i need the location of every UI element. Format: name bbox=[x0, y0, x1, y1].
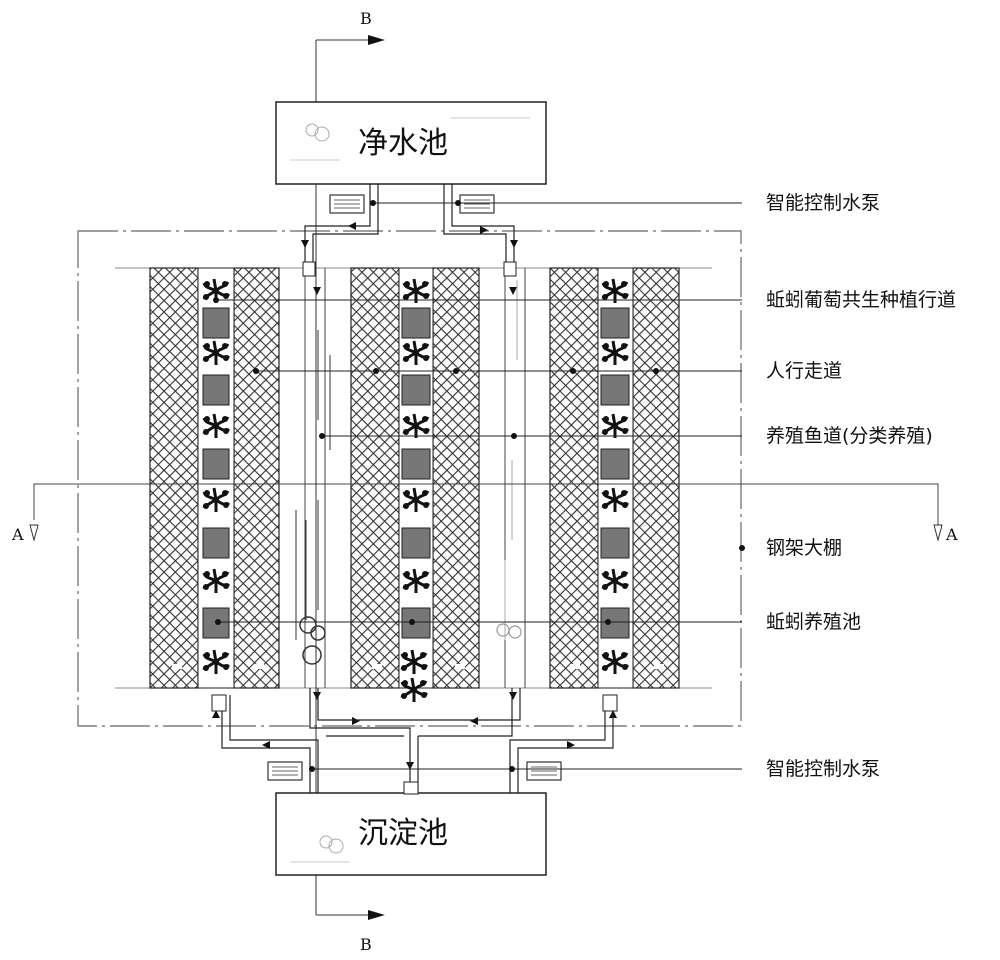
fish-channel-left bbox=[295, 268, 331, 688]
strip-footer-marks bbox=[172, 664, 664, 669]
mesh-strip bbox=[549, 267, 599, 689]
label-fish-channel: 养殖鱼道(分类养殖) bbox=[766, 425, 933, 447]
top-pipes bbox=[302, 184, 517, 277]
section-b-bottom-label: B bbox=[360, 935, 372, 954]
label-vineyard-row: 蚯蚓葡萄共生种植行道 bbox=[766, 289, 956, 311]
sediment-tank-label: 沉淀池 bbox=[358, 816, 448, 851]
plant-column-left bbox=[197, 267, 235, 689]
label-greenhouse: 钢架大棚 bbox=[766, 537, 842, 559]
label-pump-top: 智能控制水泵 bbox=[766, 192, 880, 214]
mesh-strip bbox=[632, 267, 680, 689]
mesh-strip bbox=[149, 267, 199, 689]
mesh-strip bbox=[432, 267, 480, 689]
label-pump-bottom: 智能控制水泵 bbox=[766, 758, 880, 780]
leader-lines bbox=[213, 200, 745, 772]
pump-icon bbox=[459, 194, 495, 214]
pump-icon bbox=[526, 761, 562, 781]
section-a-left-label: A bbox=[11, 525, 24, 544]
pump-icon bbox=[329, 194, 365, 214]
label-walkway: 人行走道 bbox=[766, 360, 842, 382]
label-worm-pond: 蚯蚓养殖池 bbox=[766, 611, 861, 633]
pump-icon bbox=[267, 761, 303, 781]
greenhouse-outline bbox=[77, 230, 742, 727]
section-b-top-label: B bbox=[360, 9, 372, 28]
clean-water-tank-label: 净水池 bbox=[358, 126, 448, 161]
section-a-right-label: A bbox=[945, 525, 958, 544]
plant-column-right bbox=[597, 267, 634, 689]
sediment-tank bbox=[275, 792, 547, 876]
mesh-strip bbox=[350, 267, 400, 689]
mesh-strip bbox=[233, 267, 280, 689]
clean-water-tank bbox=[275, 101, 547, 185]
fish-channel-right bbox=[496, 268, 526, 688]
plant-column-middle bbox=[398, 267, 434, 704]
section-a-line bbox=[29, 483, 943, 542]
